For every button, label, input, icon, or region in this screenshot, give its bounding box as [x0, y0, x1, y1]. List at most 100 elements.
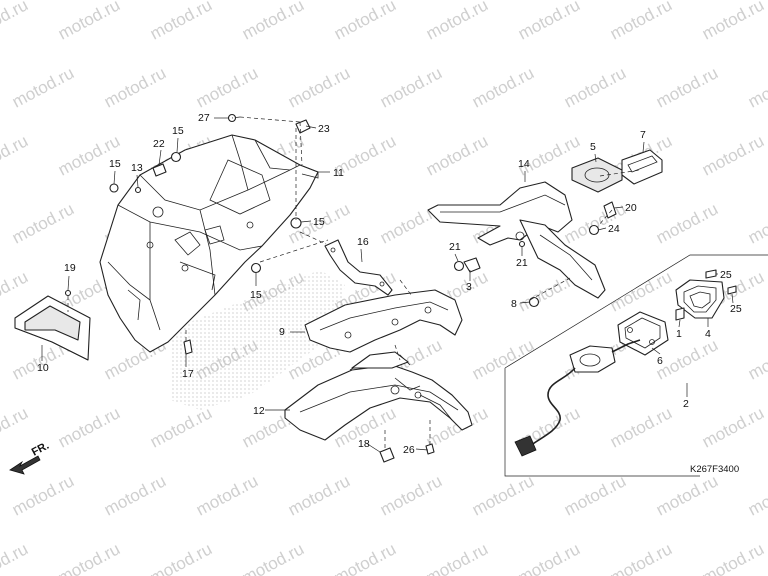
watermark-text: motod.ru	[607, 403, 675, 451]
watermark-text: motod.ru	[55, 539, 123, 576]
callout-leader-line	[642, 141, 645, 153]
watermark-text: motod.ru	[9, 199, 77, 247]
watermark-text: motod.ru	[331, 539, 399, 576]
callout-number: 11	[333, 167, 344, 179]
callout-number: 14	[518, 158, 530, 170]
watermark-text: motod.ru	[423, 0, 491, 44]
watermark-text: motod.ru	[239, 539, 307, 576]
stay-part	[324, 239, 393, 296]
callout-number: 13	[131, 162, 143, 174]
watermark-text: motod.ru	[101, 471, 169, 519]
reflector-part	[14, 295, 91, 361]
hardware-parts	[64, 113, 737, 463]
mudguard-shaded-area	[170, 270, 345, 410]
callout-number: 6	[657, 355, 663, 367]
watermark-text: motod.ru	[699, 403, 767, 451]
watermark-text: motod.ru	[331, 0, 399, 44]
callout-number: 10	[37, 362, 49, 374]
callout-number: 12	[253, 405, 265, 417]
watermark-text: motod.ru	[745, 63, 768, 111]
watermark-text: motod.ru	[285, 471, 353, 519]
watermark-text: motod.ru	[745, 471, 768, 519]
callout-number: 26	[403, 444, 415, 456]
front-direction-label: FR.	[30, 440, 51, 459]
callout-number: 17	[182, 368, 194, 380]
callout-leader-line	[300, 220, 312, 223]
watermark-text: motod.ru	[469, 63, 537, 111]
callout-leader-line	[651, 347, 661, 355]
watermark-text: motod.ru	[0, 267, 31, 315]
watermark-text: motod.ru	[101, 63, 169, 111]
mudguard-part	[284, 351, 473, 441]
callout-number: 18	[358, 438, 370, 450]
callout-number: 7	[640, 129, 646, 141]
callout-number: 21	[516, 257, 528, 269]
watermark-text: motod.ru	[653, 63, 721, 111]
watermark-text: motod.ru	[745, 199, 768, 247]
watermark-text: motod.ru	[607, 539, 675, 576]
watermark-text: motod.ru	[55, 0, 123, 44]
callout-number: 16	[357, 236, 369, 248]
callout-number: 9	[279, 326, 285, 338]
watermark-text: motod.ru	[0, 0, 31, 44]
callout-number: 25	[730, 303, 742, 315]
watermark-text: motod.ru	[285, 63, 353, 111]
callout-leader-line	[519, 301, 531, 304]
watermark-text: motod.ru	[423, 131, 491, 179]
watermark-text: motod.ru	[561, 63, 629, 111]
watermark-text: motod.ru	[55, 131, 123, 179]
callout-leader-line	[597, 227, 607, 231]
callout-leader-line	[360, 248, 363, 263]
watermark-text: motod.ru	[147, 403, 215, 451]
watermark-text: motod.ru	[607, 0, 675, 44]
watermark-text: motod.ru	[653, 471, 721, 519]
callout-number: 23	[318, 123, 330, 135]
callout-number: 24	[608, 223, 620, 235]
watermark-text: motod.ru	[469, 335, 537, 383]
taillight-part	[675, 279, 725, 319]
watermark-text: motod.ru	[193, 63, 261, 111]
license-light-lens-part	[571, 149, 663, 193]
watermark-text: motod.ru	[147, 539, 215, 576]
rear-fender-part	[99, 134, 319, 353]
callout-number: 19	[64, 262, 76, 274]
callout-leader-line	[678, 319, 681, 328]
callout-number: 1	[676, 328, 682, 340]
watermark-text: motod.ru	[469, 471, 537, 519]
watermark-text: motod.ru	[0, 131, 31, 179]
watermark-text: motod.ru	[9, 63, 77, 111]
callout-number: 3	[466, 281, 472, 293]
callout-leader-line	[176, 137, 179, 153]
callout-leader-line	[67, 275, 70, 291]
callout-number: 8	[511, 298, 517, 310]
callout-leader-line	[158, 149, 162, 166]
watermark-text: motod.ru	[515, 0, 583, 44]
watermark-text: motod.ru	[653, 199, 721, 247]
callout-number: 25	[720, 269, 732, 281]
callout-leader-line	[454, 253, 459, 262]
callout-leader-line	[305, 125, 317, 129]
callout-leader-line	[731, 293, 734, 304]
callout-number: 5	[590, 141, 596, 153]
callout-number: 20	[625, 202, 637, 214]
watermark-text: motod.ru	[239, 0, 307, 44]
watermark-text: motod.ru	[9, 471, 77, 519]
watermark-text: motod.ru	[423, 539, 491, 576]
callout-leader-line	[613, 206, 624, 209]
callout-number: 27	[198, 112, 210, 124]
watermark-text: motod.ru	[561, 471, 629, 519]
callout-number: 15	[172, 125, 184, 137]
watermark-text: motod.ru	[699, 539, 767, 576]
callout-leader-line	[365, 442, 381, 453]
watermark-text: motod.ru	[377, 63, 445, 111]
watermark-text: motod.ru	[0, 403, 31, 451]
callout-number: 21	[449, 241, 461, 253]
lamp-assembly-frame	[504, 254, 768, 477]
wire-harness-part	[514, 339, 641, 457]
watermark-text: motod.ru	[193, 471, 261, 519]
splash-guard-part	[427, 181, 606, 299]
watermark-text: motod.ru	[515, 539, 583, 576]
